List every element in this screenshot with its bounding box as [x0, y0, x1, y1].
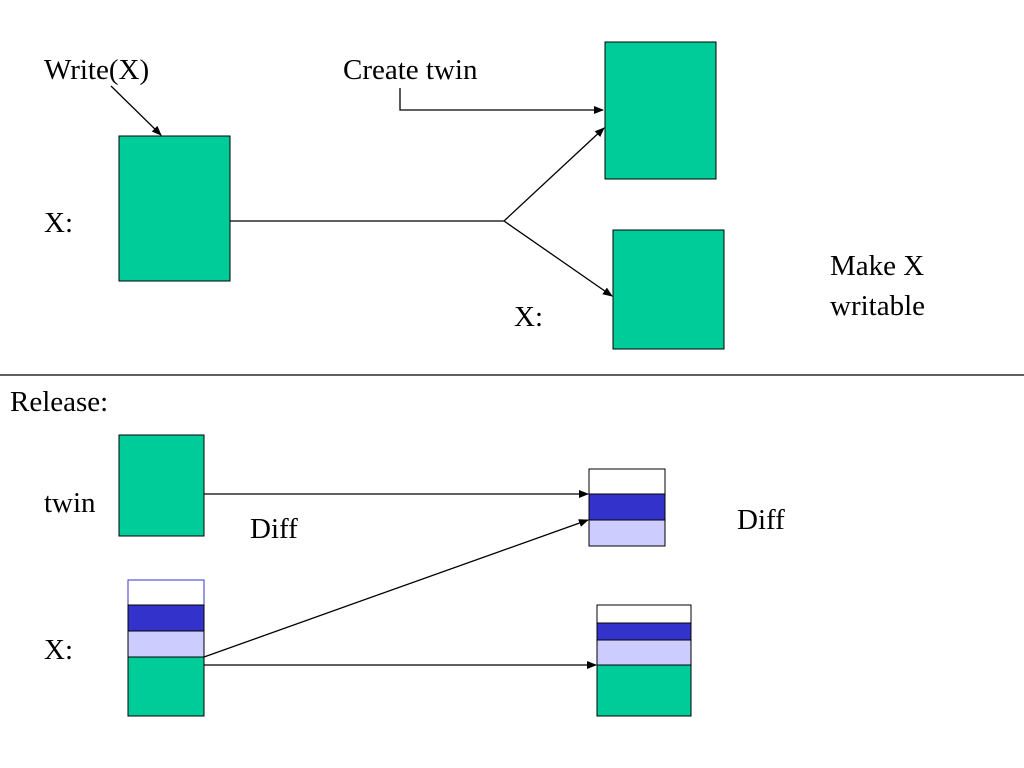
- release-label: Release:: [10, 386, 109, 418]
- diff-label-right: Diff: [737, 504, 785, 536]
- x-label-top-left: X:: [44, 207, 73, 239]
- make-writable-label-line1: Make X: [830, 250, 925, 282]
- page-x-original: [118, 135, 231, 282]
- x-to-diff-arrow: [203, 519, 589, 658]
- split-arrow-to-twin: [503, 127, 605, 222]
- result-block: [596, 604, 692, 717]
- diff-white-band: [588, 468, 666, 495]
- result-white-band: [596, 604, 692, 624]
- x-label-top-right: X:: [514, 301, 543, 333]
- make-writable-label-line2: writable: [830, 290, 926, 322]
- write-x-label: Write(X): [44, 54, 150, 86]
- result-dark-band: [596, 622, 692, 641]
- create-twin-label: Create twin: [343, 54, 478, 86]
- twin-label: twin: [44, 487, 96, 519]
- x-stack-white-band: [127, 579, 205, 606]
- x-stack-green-band: [127, 656, 205, 717]
- result-light-band: [596, 639, 692, 666]
- page-twin-copy: [604, 41, 717, 180]
- page-x-modified-stack: [127, 579, 205, 717]
- x-stack-dark-band: [127, 604, 205, 632]
- result-green-band: [596, 664, 692, 717]
- split-arrow-to-x: [503, 220, 613, 297]
- diff-block: [588, 468, 666, 547]
- page-twin-release: [118, 434, 205, 537]
- x-stack-light-band: [127, 630, 205, 658]
- diff-light-band: [588, 519, 666, 547]
- diff-label-middle: Diff: [250, 513, 298, 545]
- create-twin-arrow: [399, 88, 604, 114]
- x-label-bottom: X:: [44, 634, 73, 666]
- page-x-writable: [612, 229, 725, 350]
- write-arrow: [110, 85, 162, 136]
- diff-dark-band: [588, 493, 666, 521]
